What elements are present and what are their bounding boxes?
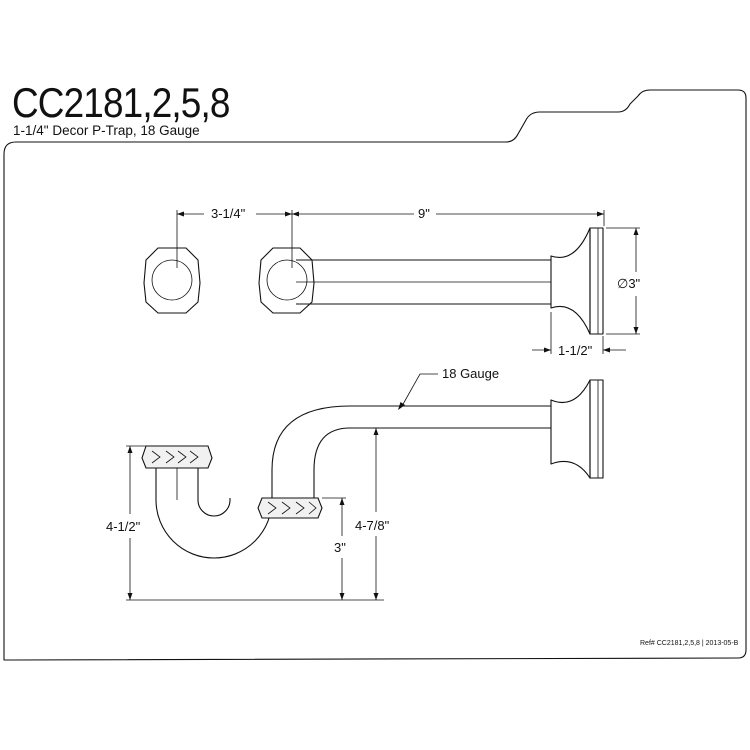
inlet-ring	[141, 445, 213, 469]
dim-trap-height-label: 4-1/2"	[106, 519, 141, 534]
j-bend	[155, 462, 273, 559]
dim-inlet-drop-label: 3"	[334, 540, 346, 555]
top-view-flange	[550, 227, 591, 335]
top-view-flange-plate	[589, 227, 604, 335]
product-subtitle: 1-1/4" Decor P-Trap, 18 Gauge	[13, 123, 200, 138]
side-view-flange	[550, 379, 591, 479]
side-view	[126, 373, 604, 601]
drawing-frame	[3, 89, 747, 661]
dim-length-label: 9"	[418, 206, 430, 221]
dim-offset-label: 3-1/4"	[211, 206, 246, 221]
gauge-callout-label: 18 Gauge	[442, 366, 499, 381]
dim-flange-depth-label: 1-1/2"	[558, 343, 593, 358]
top-view-nut-right	[258, 247, 315, 314]
reference-number: Ref# CC2181,2,5,8 | 2013-05-B	[640, 640, 739, 647]
dim-outlet-height-label: 4-7/8"	[355, 518, 390, 533]
top-view-nut-left	[143, 247, 201, 314]
top-view-pipe	[296, 259, 551, 305]
dim-flange-diameter-label: ∅3"	[617, 276, 641, 291]
product-title: CC2181,2,5,8	[12, 79, 230, 126]
top-view	[143, 210, 640, 354]
trap-arm-elbow	[271, 405, 551, 498]
side-view-flange-plate	[589, 379, 604, 479]
